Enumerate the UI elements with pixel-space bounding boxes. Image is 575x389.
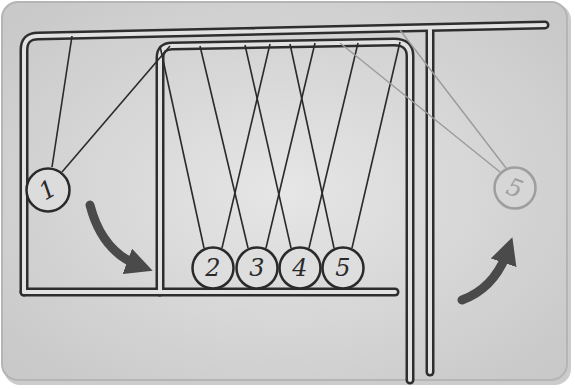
string bbox=[245, 45, 291, 248]
front-frame-rail bbox=[160, 42, 410, 380]
motion-arrows bbox=[90, 205, 508, 300]
string bbox=[290, 44, 334, 248]
string bbox=[266, 43, 315, 248]
pendulum-ball: 3 bbox=[235, 246, 279, 290]
pendulum-ball: 5 bbox=[493, 166, 537, 210]
back-frame-rail bbox=[24, 25, 545, 292]
ball-circle bbox=[237, 248, 278, 289]
string bbox=[160, 46, 204, 248]
strings bbox=[52, 36, 400, 248]
string bbox=[222, 44, 270, 248]
pendulum-ball: 4 bbox=[278, 246, 322, 290]
ghost-strings bbox=[340, 30, 506, 172]
ball-number: 2 bbox=[205, 256, 220, 280]
right-frame-rail bbox=[428, 30, 432, 372]
frame bbox=[24, 25, 545, 380]
string bbox=[62, 46, 170, 172]
string bbox=[340, 43, 500, 172]
ball-circle bbox=[495, 168, 536, 209]
pendulum-ball: 5 bbox=[321, 246, 365, 290]
front-bottom-rail bbox=[160, 290, 395, 294]
pendulum-ball: 1 bbox=[25, 167, 71, 213]
string bbox=[52, 36, 72, 167]
bottom-rail bbox=[24, 290, 158, 294]
ball-circle bbox=[193, 248, 234, 289]
string bbox=[309, 43, 358, 248]
frame-inner bbox=[24, 25, 545, 380]
panel-background bbox=[2, 2, 567, 380]
front-bottom-rail bbox=[160, 288, 395, 297]
frame-outer bbox=[24, 25, 545, 380]
ball-number: 4 bbox=[292, 256, 307, 280]
front-frame-rail bbox=[160, 42, 410, 380]
ball-circle bbox=[323, 248, 364, 289]
swing-arrow bbox=[462, 250, 508, 300]
swing-arrow bbox=[90, 205, 140, 266]
bottom-rail bbox=[24, 288, 158, 297]
ball-circle bbox=[27, 169, 70, 212]
back-frame-rail bbox=[24, 25, 545, 292]
string bbox=[200, 46, 248, 248]
ball-number: 3 bbox=[249, 256, 264, 280]
pendulum-ball: 2 bbox=[191, 246, 235, 290]
ball-circle bbox=[280, 248, 321, 289]
ball-number: 5 bbox=[335, 256, 350, 280]
string bbox=[400, 30, 506, 168]
right-frame-rail bbox=[426, 30, 435, 372]
